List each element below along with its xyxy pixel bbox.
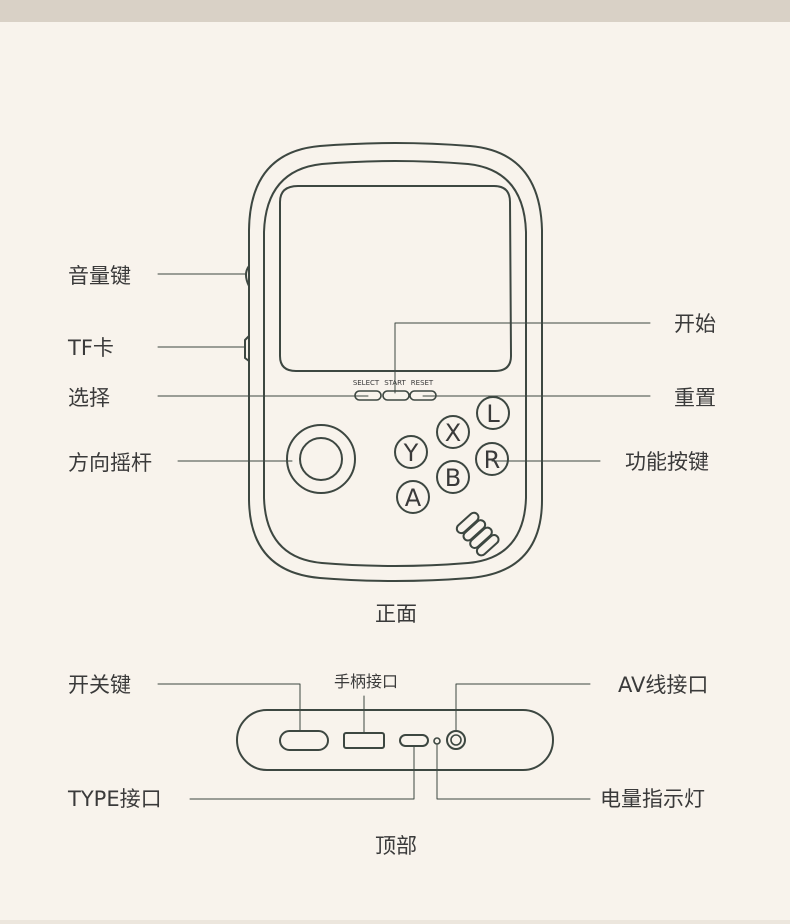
button-b-circle <box>436 460 470 494</box>
label-select: 选择 <box>68 386 110 410</box>
label-volume: 音量键 <box>68 264 131 288</box>
start-button[interactable] <box>382 390 410 401</box>
button-b[interactable]: B <box>436 460 470 494</box>
button-y-letter: Y <box>403 439 419 467</box>
caption-front: 正面 <box>375 602 417 626</box>
device-inner-shell <box>263 160 527 567</box>
power-switch[interactable] <box>279 730 329 751</box>
front-view: SELECT START RESET X Y B A L <box>67 142 716 626</box>
label-tf-card: TF卡 <box>67 336 114 360</box>
joystick[interactable] <box>299 437 343 481</box>
av-port-outer <box>446 730 466 750</box>
joystick-ring <box>286 424 356 494</box>
button-l[interactable]: L <box>476 396 510 430</box>
device-top-edge <box>236 709 554 771</box>
bottom-banner-strip <box>0 920 790 924</box>
controller-port <box>343 732 385 749</box>
button-b-letter: B <box>445 464 461 492</box>
caption-top: 顶部 <box>375 834 417 858</box>
button-y[interactable]: Y <box>394 435 428 469</box>
reset-button-label: RESET <box>411 379 434 387</box>
label-joystick: 方向摇杆 <box>68 451 152 475</box>
label-start: 开始 <box>674 312 716 336</box>
screen <box>279 185 512 372</box>
label-battery-led: 电量指示灯 <box>600 787 705 811</box>
battery-led <box>433 737 441 745</box>
button-x-letter: X <box>445 419 461 447</box>
button-x[interactable]: X <box>436 415 470 449</box>
button-x-circle <box>436 415 470 449</box>
label-av-port: AV线接口 <box>618 673 708 697</box>
button-r[interactable]: R <box>475 442 509 476</box>
button-r-circle <box>475 442 509 476</box>
button-a[interactable]: A <box>396 480 430 514</box>
button-a-circle <box>396 480 430 514</box>
button-l-letter: L <box>486 400 500 428</box>
button-a-letter: A <box>405 484 422 512</box>
select-button-label: SELECT <box>353 379 380 387</box>
top-banner-strip <box>0 0 790 22</box>
speaker-grille <box>455 511 500 557</box>
volume-key <box>245 265 250 287</box>
device-outer-shell <box>248 142 543 582</box>
type-c-port <box>399 734 429 747</box>
button-l-circle <box>476 396 510 430</box>
front-leader-lines <box>157 273 651 462</box>
top-leader-lines <box>157 683 591 800</box>
label-controller-port: 手柄接口 <box>334 672 398 691</box>
label-power: 开关键 <box>68 673 131 697</box>
top-view: 开关键 手柄接口 AV线接口 TYPE接口 电量指示灯 顶部 <box>67 672 708 858</box>
label-function-buttons: 功能按键 <box>625 450 709 474</box>
button-r-letter: R <box>484 446 501 474</box>
tf-card-slot <box>244 335 250 362</box>
av-port <box>450 734 462 746</box>
label-type-port: TYPE接口 <box>67 787 162 811</box>
button-y-circle <box>394 435 428 469</box>
label-reset: 重置 <box>674 386 716 410</box>
